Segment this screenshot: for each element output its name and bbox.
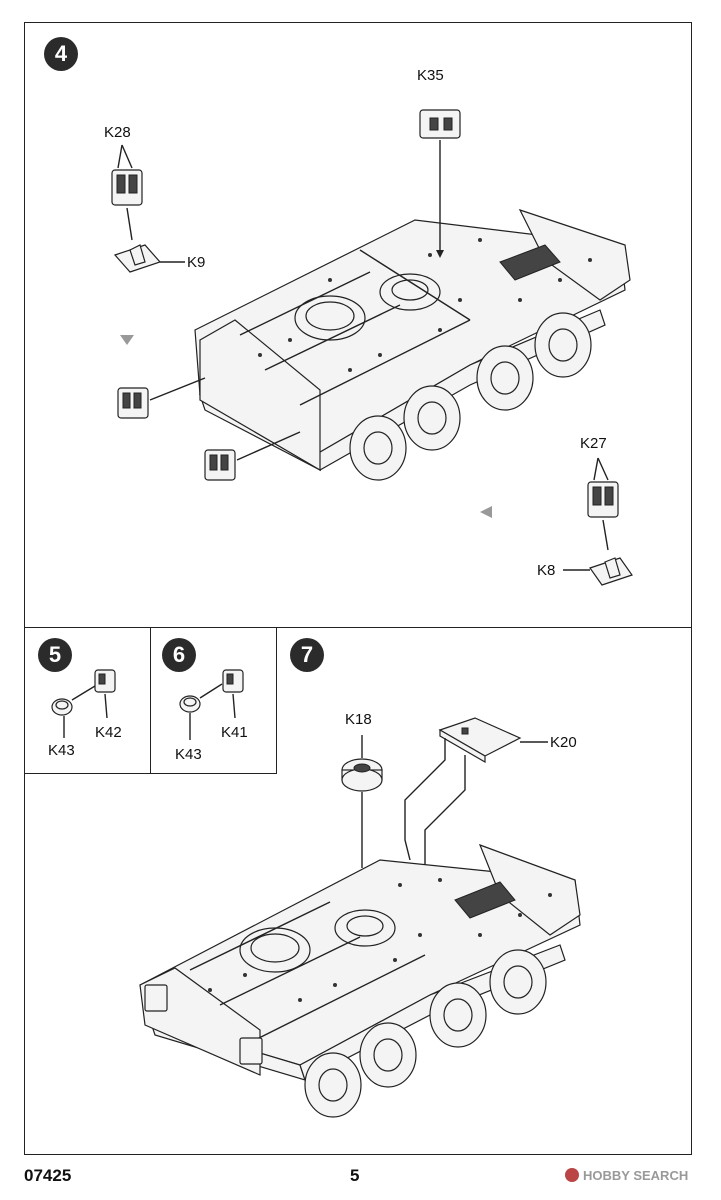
step-number-4: 4 (44, 37, 78, 71)
rear-canister-bottom (204, 431, 301, 481)
part-k43-step-6 (179, 683, 223, 740)
wheels-step-4 (349, 312, 592, 481)
label-k20: K20 (550, 734, 577, 751)
part-k27 (587, 457, 619, 551)
vehicle-drawing-step-4 (194, 208, 631, 481)
part-k43-step-5 (51, 685, 96, 738)
vehicle-drawing-step-7 (139, 843, 581, 1118)
label-k27: K27 (580, 435, 607, 452)
label-k43-step-6: K43 (175, 746, 202, 763)
part-k42-step-5 (94, 669, 116, 719)
watermark: HOBBY SEARCH (565, 1168, 688, 1183)
direction-arrow-icon (120, 335, 134, 345)
label-k41-step-6: K41 (221, 724, 248, 741)
part-k8 (563, 557, 633, 586)
product-code: 07425 (24, 1166, 72, 1185)
page-number: 5 (350, 1166, 360, 1185)
label-k43-step-5: K43 (48, 742, 75, 759)
part-k41-step-6 (222, 669, 244, 719)
label-k28: K28 (104, 124, 131, 141)
label-k9: K9 (187, 254, 206, 271)
direction-arrow-icon-right (480, 506, 492, 518)
rear-canister-left (117, 377, 206, 419)
label-k8: K8 (537, 562, 556, 579)
label-k35: K35 (417, 67, 444, 84)
part-k9 (113, 244, 185, 273)
label-k42-step-5: K42 (95, 724, 122, 741)
part-k20 (404, 717, 548, 865)
watermark-logo-icon (565, 1168, 579, 1182)
wheels-step-7 (304, 949, 547, 1118)
part-k35 (419, 109, 461, 258)
watermark-text: HOBBY SEARCH (583, 1168, 689, 1183)
part-k18 (341, 735, 383, 868)
label-k18: K18 (345, 711, 372, 728)
part-k28 (111, 144, 143, 241)
step-number-6: 6 (162, 638, 196, 672)
step-7-panel (24, 627, 692, 1155)
step-number-7: 7 (290, 638, 324, 672)
step-number-5: 5 (38, 638, 72, 672)
